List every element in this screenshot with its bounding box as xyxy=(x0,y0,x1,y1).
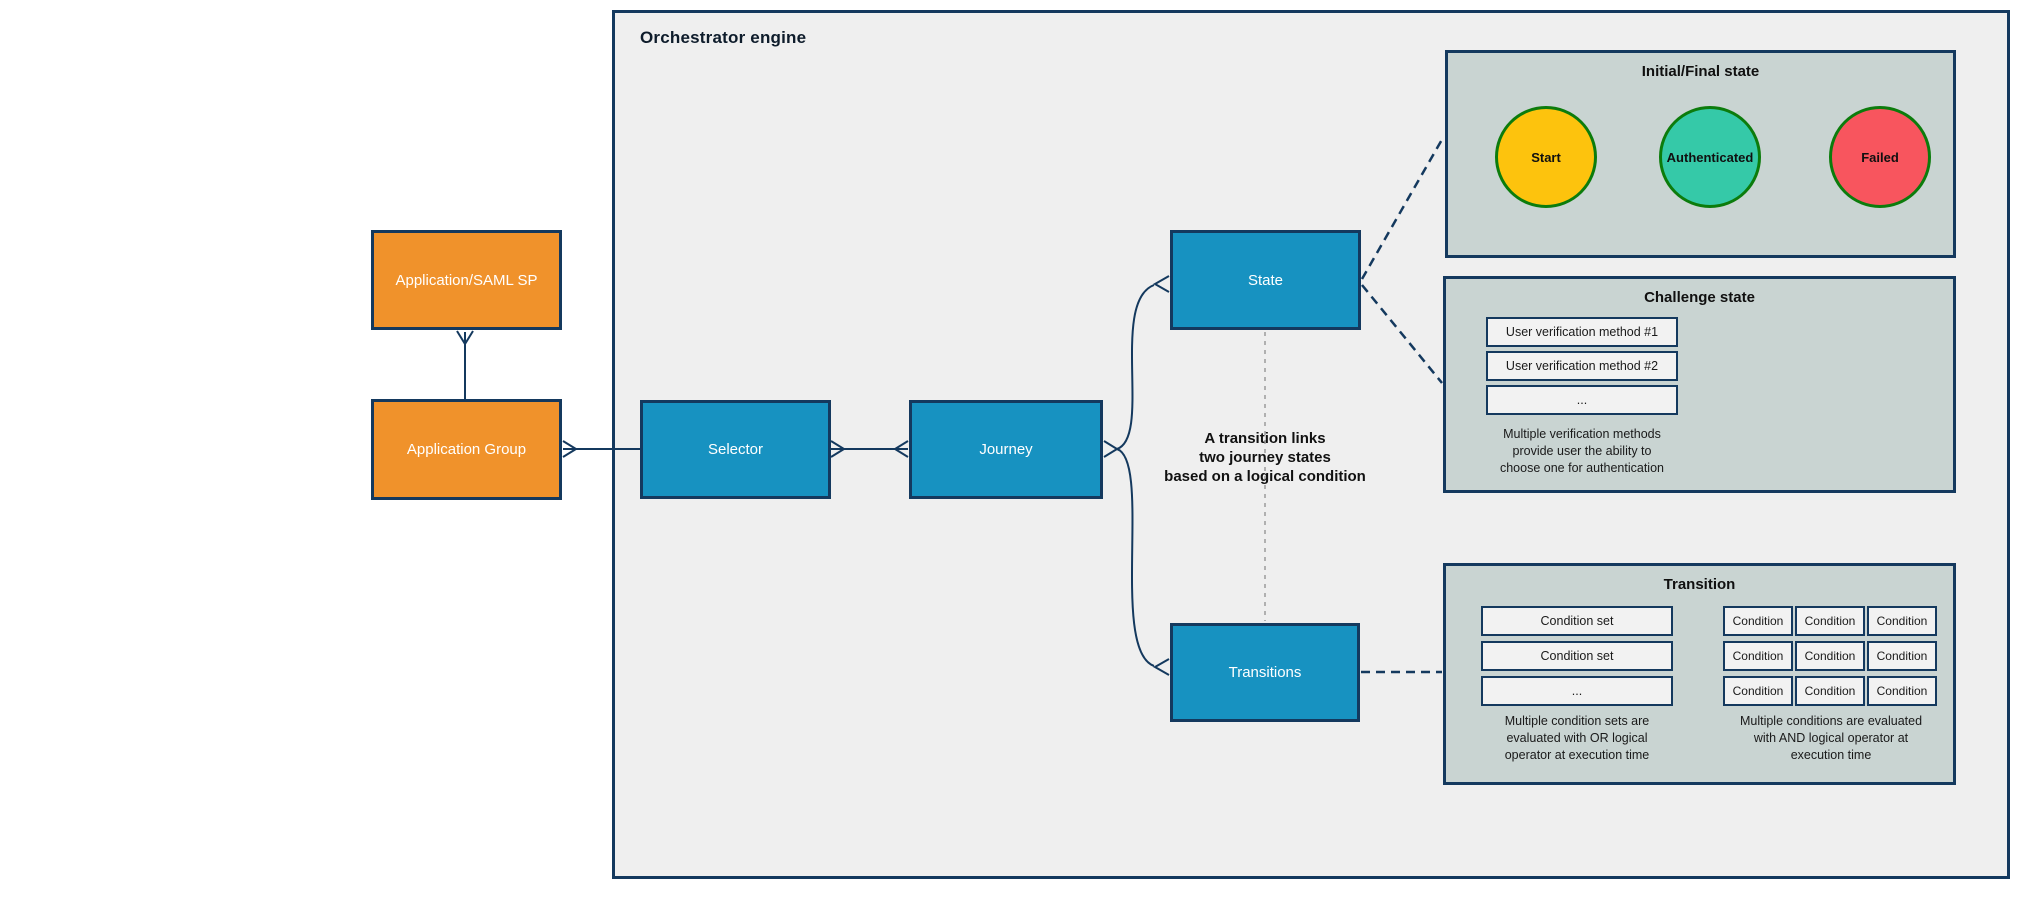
challenge-caption-line1: Multiple verification methods xyxy=(1503,427,1661,441)
transition-panel-title: Transition xyxy=(1663,576,1736,593)
verification-method-1-label: User verification method #1 xyxy=(1505,325,1659,339)
condition-grid-row-3: Condition Condition Condition xyxy=(1723,676,1937,706)
transition-annotation-line2: two journey states xyxy=(1199,449,1331,466)
condition-set-1-label: Condition set xyxy=(1540,614,1614,628)
state-circle-failed: Failed xyxy=(1829,106,1931,208)
condition-grid-row-1: Condition Condition Condition xyxy=(1723,606,1937,636)
node-selector-label: Selector xyxy=(707,441,764,458)
initial-final-state-title: Initial/Final state xyxy=(1641,63,1760,80)
node-journey-label: Journey xyxy=(979,441,1033,458)
condition-cell: Condition xyxy=(1795,606,1865,636)
challenge-state-panel: Challenge state User verification method… xyxy=(1443,276,1956,493)
verification-method-box-2: User verification method #2 xyxy=(1486,351,1678,381)
condition-sets-caption-line1: Multiple condition sets are xyxy=(1504,714,1650,728)
node-application-group: Application Group xyxy=(371,399,562,500)
conditions-caption-line1: Multiple conditions are evaluated xyxy=(1739,714,1923,728)
condition-set-ellipsis-label: ... xyxy=(1571,684,1583,698)
condition-cell: Condition xyxy=(1723,676,1793,706)
transition-annotation-line3: based on a logical condition xyxy=(1164,468,1366,485)
orchestrator-title: Orchestrator engine xyxy=(640,28,807,47)
condition-cell: Condition xyxy=(1723,641,1793,671)
node-application-saml-sp: Application/SAML SP xyxy=(371,230,562,330)
condition-cell: Condition xyxy=(1867,606,1937,636)
state-circle-failed-label: Failed xyxy=(1861,149,1899,165)
condition-set-box-2: Condition set xyxy=(1481,641,1673,671)
initial-final-state-panel: Initial/Final state Start Authenticated … xyxy=(1445,50,1956,258)
state-circle-authenticated: Authenticated xyxy=(1659,106,1761,208)
verification-method-2-label: User verification method #2 xyxy=(1505,359,1659,373)
transition-panel: Transition Condition set Condition set .… xyxy=(1443,563,1956,785)
condition-label: Condition xyxy=(1732,614,1784,628)
transition-annotation-line1: A transition links xyxy=(1204,430,1326,447)
conditions-caption-line2: with AND logical operator at xyxy=(1753,731,1909,745)
challenge-caption-line2: provide user the ability to xyxy=(1512,444,1652,458)
state-circle-start: Start xyxy=(1495,106,1597,208)
condition-label: Condition xyxy=(1804,684,1856,698)
node-application-saml-sp-label: Application/SAML SP xyxy=(395,271,538,289)
condition-sets-caption: Multiple condition sets are evaluated wi… xyxy=(1452,713,1702,764)
condition-set-box-ellipsis: ... xyxy=(1481,676,1673,706)
node-transitions: Transitions xyxy=(1170,623,1360,722)
condition-grid-row-2: Condition Condition Condition xyxy=(1723,641,1937,671)
node-transitions-label: Transitions xyxy=(1228,664,1302,681)
node-state-label: State xyxy=(1247,271,1284,289)
verification-method-box-ellipsis: ... xyxy=(1486,385,1678,415)
conditions-caption-line3: execution time xyxy=(1790,748,1872,762)
condition-sets-caption-line2: evaluated with OR logical xyxy=(1506,731,1648,745)
condition-label: Condition xyxy=(1876,684,1928,698)
verification-method-ellipsis-label: ... xyxy=(1576,393,1588,407)
condition-cell: Condition xyxy=(1723,606,1793,636)
condition-cell: Condition xyxy=(1867,641,1937,671)
challenge-caption: Multiple verification methods provide us… xyxy=(1456,426,1708,477)
node-journey: Journey xyxy=(909,400,1103,499)
node-selector: Selector xyxy=(640,400,831,499)
arrowhead-appgroup xyxy=(562,440,578,458)
condition-cell: Condition xyxy=(1795,676,1865,706)
node-application-group-label: Application Group xyxy=(406,441,527,458)
state-circle-authenticated-label: Authenticated xyxy=(1666,149,1754,165)
condition-cell: Condition xyxy=(1795,641,1865,671)
condition-label: Condition xyxy=(1876,649,1928,663)
state-circle-start-label: Start xyxy=(1531,149,1561,165)
condition-label: Condition xyxy=(1732,649,1784,663)
challenge-caption-line3: choose one for authentication xyxy=(1499,461,1664,475)
condition-set-box-1: Condition set xyxy=(1481,606,1673,636)
challenge-state-title: Challenge state xyxy=(1644,289,1755,306)
arrowhead-appsaml xyxy=(456,330,474,346)
condition-label: Condition xyxy=(1804,614,1856,628)
transition-annotation: A transition links two journey states ba… xyxy=(1115,429,1415,486)
conditions-caption: Multiple conditions are evaluated with A… xyxy=(1711,713,1951,764)
condition-label: Condition xyxy=(1804,649,1856,663)
verification-method-box-1: User verification method #1 xyxy=(1486,317,1678,347)
condition-set-2-label: Condition set xyxy=(1540,649,1614,663)
condition-sets-caption-line3: operator at execution time xyxy=(1504,748,1650,762)
condition-label: Condition xyxy=(1876,614,1928,628)
condition-label: Condition xyxy=(1732,684,1784,698)
condition-cell: Condition xyxy=(1867,676,1937,706)
node-state: State xyxy=(1170,230,1361,330)
